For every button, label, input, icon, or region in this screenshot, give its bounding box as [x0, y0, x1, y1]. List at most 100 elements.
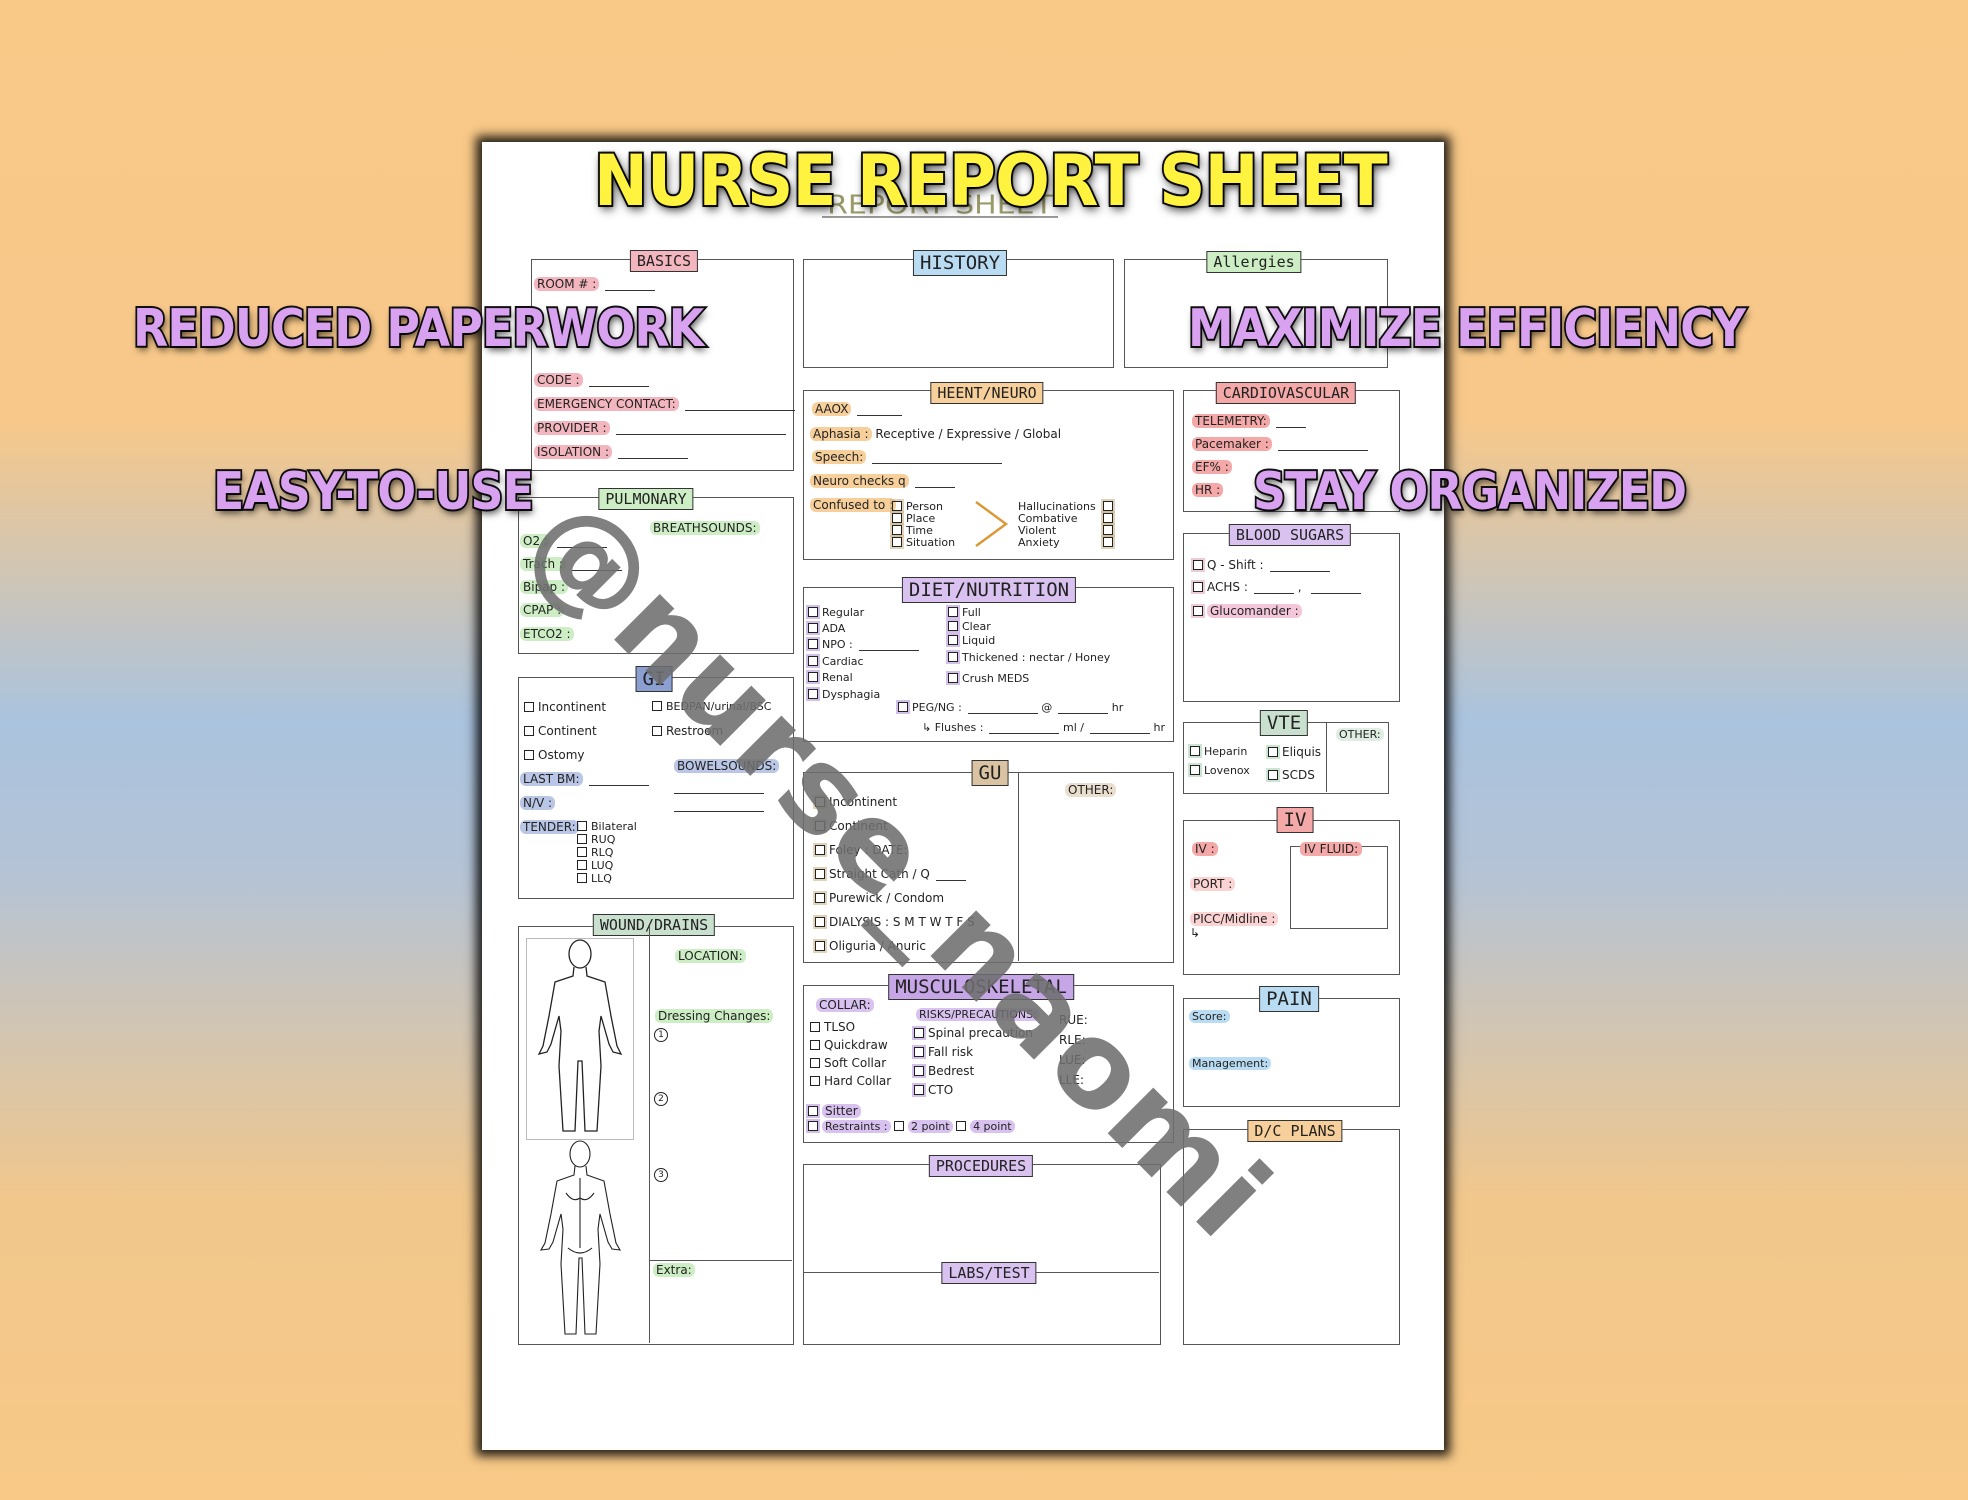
basics-provider[interactable]: PROVIDER :: [534, 421, 786, 435]
gi-left-opt[interactable]: Ostomy: [524, 748, 585, 762]
bs-achs[interactable]: ACHS : ,: [1193, 580, 1362, 594]
gu-opt[interactable]: DIALYSIS : S M T W T F S: [815, 915, 975, 929]
tender-opt[interactable]: Bilateral: [577, 820, 637, 833]
diet-left-opt[interactable]: ADA: [808, 622, 845, 635]
heent-speech[interactable]: Speech:: [812, 450, 1003, 464]
risk-opt[interactable]: Spinal precaution: [914, 1026, 1033, 1040]
pulmonary-o2[interactable]: O2 :: [520, 534, 607, 548]
vte-header: VTE: [1259, 710, 1309, 736]
iv-field[interactable]: PORT :: [1190, 877, 1236, 891]
confused-opt[interactable]: Time: [892, 524, 933, 537]
behavior-checkboxes[interactable]: [1103, 500, 1117, 548]
behavior-opt[interactable]: Violent: [1018, 524, 1057, 537]
pain-mgmt[interactable]: Management:: [1189, 1057, 1272, 1070]
iv-field[interactable]: PICC/Midline :↳: [1190, 912, 1279, 940]
gi-bowel[interactable]: BOWELSOUNDS:: [674, 759, 780, 773]
diet-left-opt[interactable]: NPO :: [808, 638, 919, 651]
vte-divider: [1326, 722, 1327, 792]
vte-other[interactable]: OTHER:: [1336, 728, 1384, 741]
diet-left-opt[interactable]: Cardiac: [808, 655, 864, 668]
gu-opt[interactable]: Straight Cath / Q: [815, 867, 966, 881]
heent-aphasia[interactable]: Aphasia : Receptive / Expressive / Globa…: [810, 427, 1061, 441]
bs-glucomander[interactable]: Glucomander :: [1193, 604, 1302, 618]
labs-header: LABS/TEST: [941, 1262, 1037, 1284]
wound-divider: [649, 926, 650, 1343]
gi-left-opt[interactable]: Incontinent: [524, 700, 606, 714]
msk-restraints[interactable]: Restraints : 2 point 4 point: [808, 1120, 1015, 1133]
basics-room[interactable]: ROOM # :: [534, 277, 656, 291]
gu-opt[interactable]: Foley : DATE:: [815, 843, 908, 857]
basics-isolation[interactable]: ISOLATION :: [534, 445, 688, 459]
confused-opt[interactable]: Person: [892, 500, 943, 513]
cardio-hr[interactable]: HR :: [1192, 483, 1224, 497]
tender-opt[interactable]: LLQ: [577, 872, 612, 885]
heent-aaox[interactable]: AAOX: [812, 402, 903, 416]
cardio-pacemaker[interactable]: Pacemaker :: [1192, 437, 1368, 451]
gi-right-opt[interactable]: Restroom: [652, 724, 723, 738]
behavior-opt[interactable]: Anxiety: [1018, 536, 1060, 549]
tender-opt[interactable]: RUQ: [577, 833, 615, 846]
limb-field[interactable]: RLE:: [1059, 1033, 1086, 1047]
gu-opt[interactable]: Purewick / Condom: [815, 891, 944, 905]
gu-opt[interactable]: Incontinent: [815, 795, 897, 809]
limb-field[interactable]: LLE:: [1059, 1073, 1084, 1087]
pain-score[interactable]: Score:: [1189, 1010, 1230, 1023]
gi-left-opt[interactable]: Continent: [524, 724, 597, 738]
diet-right-opt[interactable]: Full: [948, 606, 981, 619]
basics-emergency[interactable]: EMERGENCY CONTACT:: [534, 397, 795, 411]
bs-qshift[interactable]: Q - Shift :: [1193, 558, 1330, 572]
collar-opt[interactable]: Hard Collar: [810, 1074, 891, 1088]
gu-other[interactable]: OTHER:: [1065, 783, 1117, 797]
vte-opt[interactable]: SCDS: [1268, 768, 1315, 782]
basics-header: BASICS: [629, 250, 699, 272]
pulmonary-breath[interactable]: BREATHSOUNDS:: [650, 521, 760, 535]
vte-opt[interactable]: Eliquis: [1268, 745, 1321, 759]
risk-opt[interactable]: Fall risk: [914, 1045, 973, 1059]
behavior-opt[interactable]: Hallucinations: [1018, 500, 1096, 513]
cardio-ef[interactable]: EF% :: [1192, 460, 1232, 474]
limb-field[interactable]: RUE:: [1059, 1013, 1088, 1027]
diet-right-opt[interactable]: Crush MEDS: [948, 672, 1029, 685]
tender-opt[interactable]: LUQ: [577, 859, 613, 872]
diet-peg[interactable]: PEG/NG : @ hr: [898, 701, 1123, 714]
gu-opt[interactable]: Oliguria / Anuric: [815, 939, 926, 953]
vte-opt[interactable]: Lovenox: [1190, 764, 1250, 777]
collar-opt[interactable]: TLSO: [810, 1020, 855, 1034]
diet-right-opt[interactable]: Liquid: [948, 634, 995, 647]
collar-opt[interactable]: Soft Collar: [810, 1056, 886, 1070]
vte-opt[interactable]: Heparin: [1190, 745, 1247, 758]
body-front-icon: [537, 939, 623, 1132]
gi-last-bm[interactable]: LAST BM:: [520, 772, 649, 786]
collar-opt[interactable]: Quickdraw: [810, 1038, 888, 1052]
behavior-opt[interactable]: Combative: [1018, 512, 1078, 525]
wound-num: 2: [654, 1092, 668, 1106]
pulmonary-trach[interactable]: Trach :: [520, 557, 622, 571]
diet-right-opt[interactable]: Thickened : nectar / Honey: [948, 651, 1110, 664]
pulmonary-bipap[interactable]: Bipap :: [520, 580, 569, 594]
gi-nv[interactable]: N/V :: [520, 796, 556, 810]
msk-sitter[interactable]: Sitter: [808, 1104, 861, 1118]
diet-left-opt[interactable]: Dysphagia: [808, 688, 880, 701]
basics-code[interactable]: CODE :: [534, 373, 649, 387]
gu-opt[interactable]: Continent: [815, 819, 888, 833]
wound-extra[interactable]: Extra:: [653, 1263, 695, 1277]
pulmonary-etco2[interactable]: ETCO2 :: [520, 627, 574, 641]
iv-field[interactable]: IV :: [1192, 842, 1218, 856]
diet-flushes[interactable]: ↳ Flushes : ml / hr: [922, 721, 1165, 734]
pulmonary-cpap[interactable]: CPAP :: [520, 603, 565, 617]
confused-opt[interactable]: Place: [892, 512, 935, 525]
confused-opt[interactable]: Situation: [892, 536, 955, 549]
diet-left-opt[interactable]: Regular: [808, 606, 864, 619]
limb-field[interactable]: LUE:: [1059, 1053, 1086, 1067]
diet-left-opt[interactable]: Renal: [808, 671, 853, 684]
sheet-title: REPORT SHEET: [820, 191, 1060, 220]
heent-neuro[interactable]: Neuro checks q: [810, 474, 955, 488]
risk-opt[interactable]: Bedrest: [914, 1064, 974, 1078]
cardio-telemetry[interactable]: TELEMETRY:: [1192, 414, 1306, 428]
gi-right-opt[interactable]: BEDPAN/urinal/BSC: [652, 700, 771, 713]
tender-opt[interactable]: RLQ: [577, 846, 613, 859]
diet-right-opt[interactable]: Clear: [948, 620, 991, 633]
wound-location[interactable]: LOCATION:: [675, 949, 746, 963]
risk-opt[interactable]: CTO: [914, 1083, 953, 1097]
wound-dressing[interactable]: Dressing Changes:: [655, 1009, 774, 1023]
